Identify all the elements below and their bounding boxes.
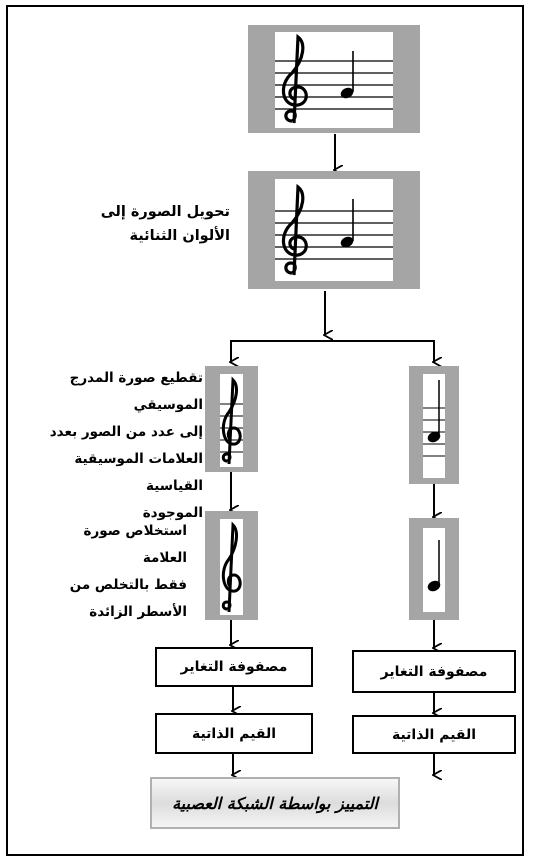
quarter-note-icon — [427, 431, 441, 443]
extract-label-line-2: فقط بالتخلص من — [69, 577, 187, 593]
staff-image-binarized — [248, 171, 420, 289]
staff-image-original — [248, 25, 420, 133]
treble-clef-icon — [221, 521, 242, 613]
neural-network-classification-box: التمييز بواسطة الشبكة العصبية — [150, 777, 400, 829]
segment-label-line-1: تقطيع صورة المدرج الموسيقي — [69, 370, 203, 413]
quarter-note-icon — [340, 87, 354, 99]
eigenvalues-box-left: القيم الذاتية — [155, 713, 313, 754]
extract-label-line-1: استخلاص صورة العلامة — [83, 523, 187, 566]
quarter-note-icon — [427, 580, 441, 592]
extracted-note-image — [409, 518, 459, 620]
treble-clef-icon — [281, 33, 308, 124]
segmented-note-image — [409, 366, 459, 484]
segment-label-line-4: الموجودة — [142, 505, 203, 521]
segment-label-line-3: العلامات الموسيقية القياسية — [74, 451, 203, 494]
segment-step-label: تقطيع صورة المدرج الموسيقي إلى عدد من ال… — [27, 365, 203, 527]
extracted-clef-image — [205, 511, 258, 620]
eigenvalues-box-right: القيم الذاتية — [352, 715, 516, 754]
covariance-matrix-box-right: مصفوفة التغاير — [352, 650, 516, 693]
extract-label-line-3: الأسطر الزائدة — [89, 604, 187, 620]
extract-step-label: استخلاص صورة العلامة فقط بالتخلص من الأس… — [42, 518, 187, 626]
segmented-clef-image — [205, 366, 258, 472]
segment-label-line-2: إلى عدد من الصور بعدد — [49, 424, 203, 440]
covariance-matrix-box-left: مصفوفة التغاير — [155, 647, 313, 687]
binarize-step-label: تحويل الصورة إلى الألوان الثنائية — [100, 204, 230, 244]
quarter-note-icon — [340, 236, 354, 248]
treble-clef-icon — [221, 376, 242, 465]
treble-clef-icon — [281, 183, 308, 276]
